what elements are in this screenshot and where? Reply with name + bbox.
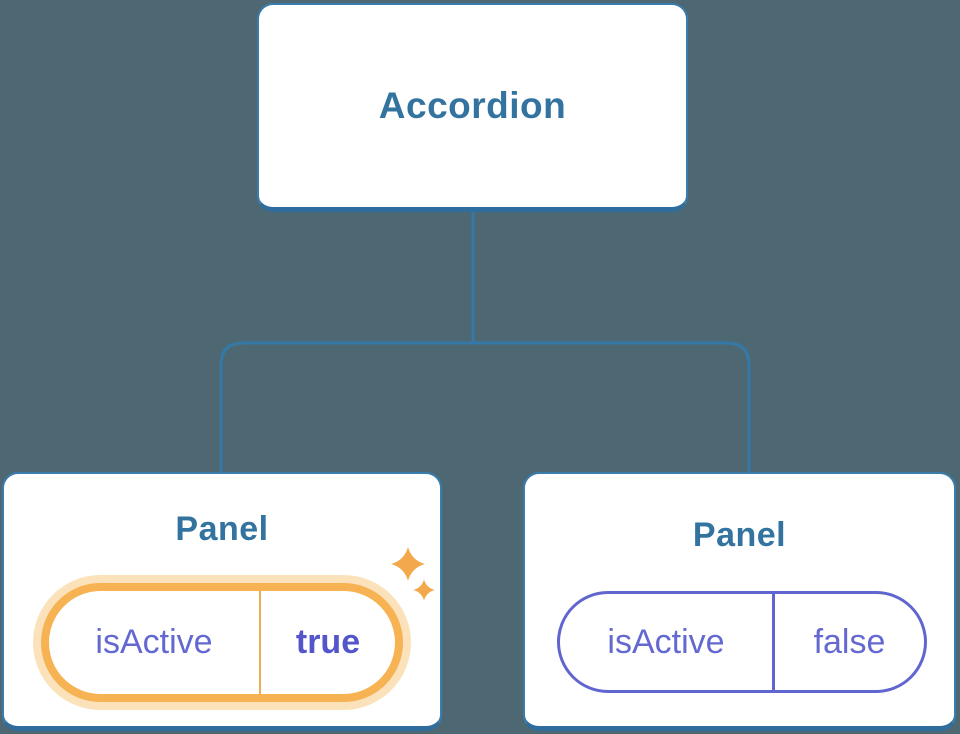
panel-node-label: Panel [692, 516, 787, 554]
state-key: isActive [607, 622, 725, 661]
state-key: isActive [95, 623, 213, 661]
accordion-node: Accordion [257, 3, 688, 212]
pill-divider [259, 591, 261, 694]
state-pill-active: isActive true [41, 583, 403, 702]
pill-divider [772, 594, 775, 690]
state-value: true [295, 623, 361, 661]
state-value: false [813, 622, 886, 661]
state-pill-inactive: isActive false [557, 591, 927, 693]
panel-node-label: Panel [175, 510, 269, 548]
panel-node-inactive: Panel isActive false [523, 472, 956, 731]
accordion-node-label: Accordion [378, 85, 567, 126]
sparkle-icon [391, 547, 435, 601]
panel-node-active: Panel isActive true [2, 472, 442, 731]
connector-branch [219, 341, 751, 472]
